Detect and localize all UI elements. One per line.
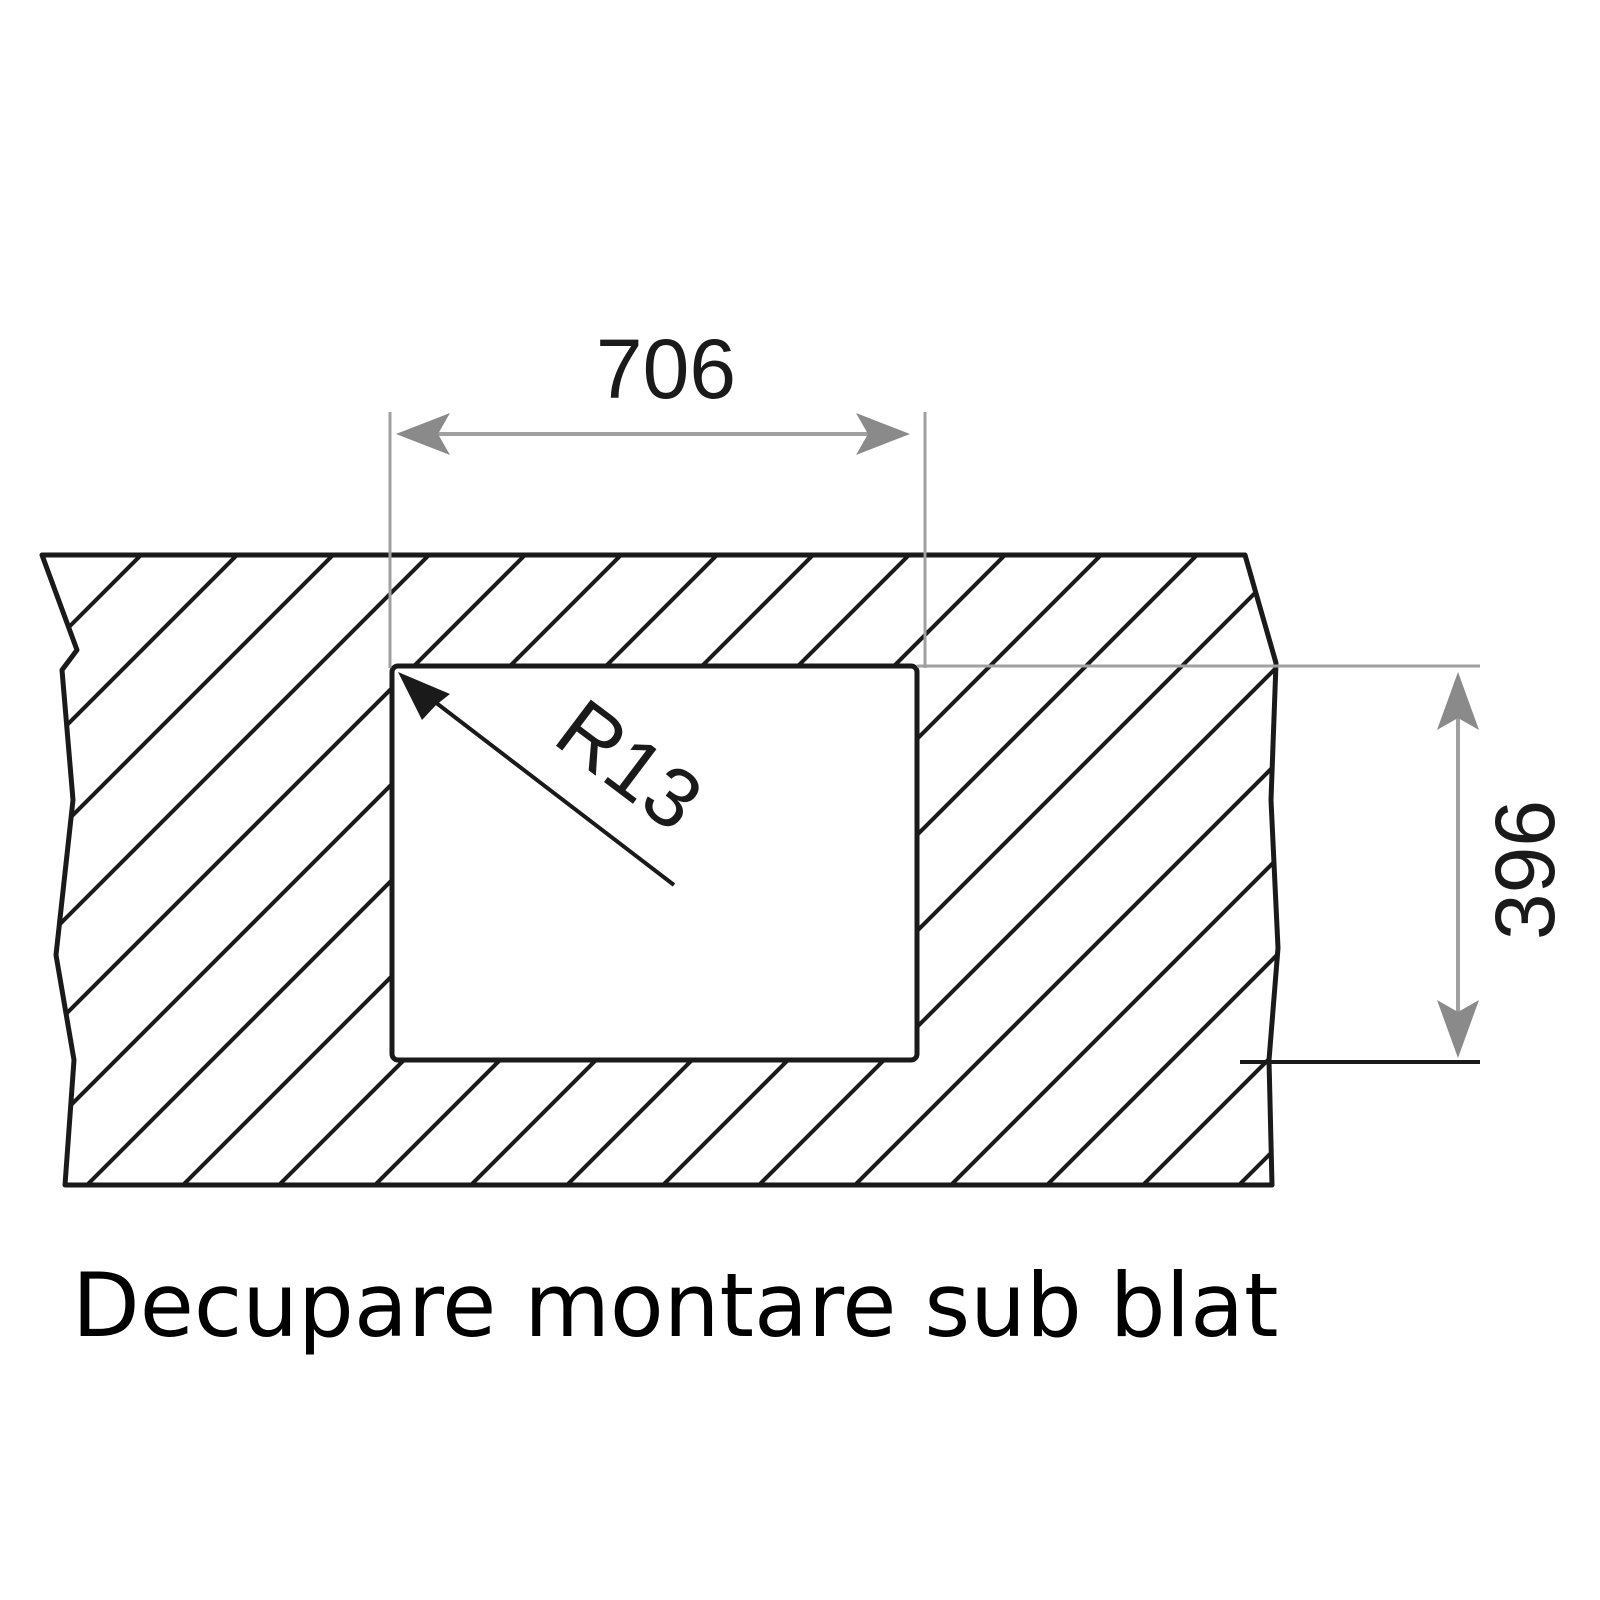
hatch-line — [42, 555, 298, 1185]
hatch-line — [42, 555, 778, 1185]
hatch-line — [546, 555, 1278, 1185]
hatch-line — [1026, 555, 1278, 1185]
width-dimension-label: 706 — [596, 322, 736, 416]
height-arrow-bottom-icon — [1437, 1000, 1479, 1058]
hatch-line — [42, 555, 586, 1185]
hatch-line — [930, 555, 1278, 1185]
countertop-outline — [39, 552, 1281, 1188]
diagram-caption: Decupare montare sub blat — [72, 1254, 1279, 1357]
hatch-line — [642, 555, 1278, 1185]
radius-arrow-icon — [398, 672, 450, 720]
hatch-line — [42, 555, 394, 1185]
height-dimension-label: 396 — [1478, 800, 1572, 940]
sink-cutout — [389, 663, 920, 1063]
hatch-line — [834, 555, 1278, 1185]
radius-leader-line — [420, 690, 676, 887]
height-arrow-top-icon — [1437, 672, 1479, 730]
hatch-line — [42, 555, 202, 1185]
hatch-line — [738, 555, 1278, 1185]
hatch-line — [42, 555, 682, 1185]
width-arrow-left-icon — [396, 413, 450, 455]
width-arrow-right-icon — [856, 413, 910, 455]
